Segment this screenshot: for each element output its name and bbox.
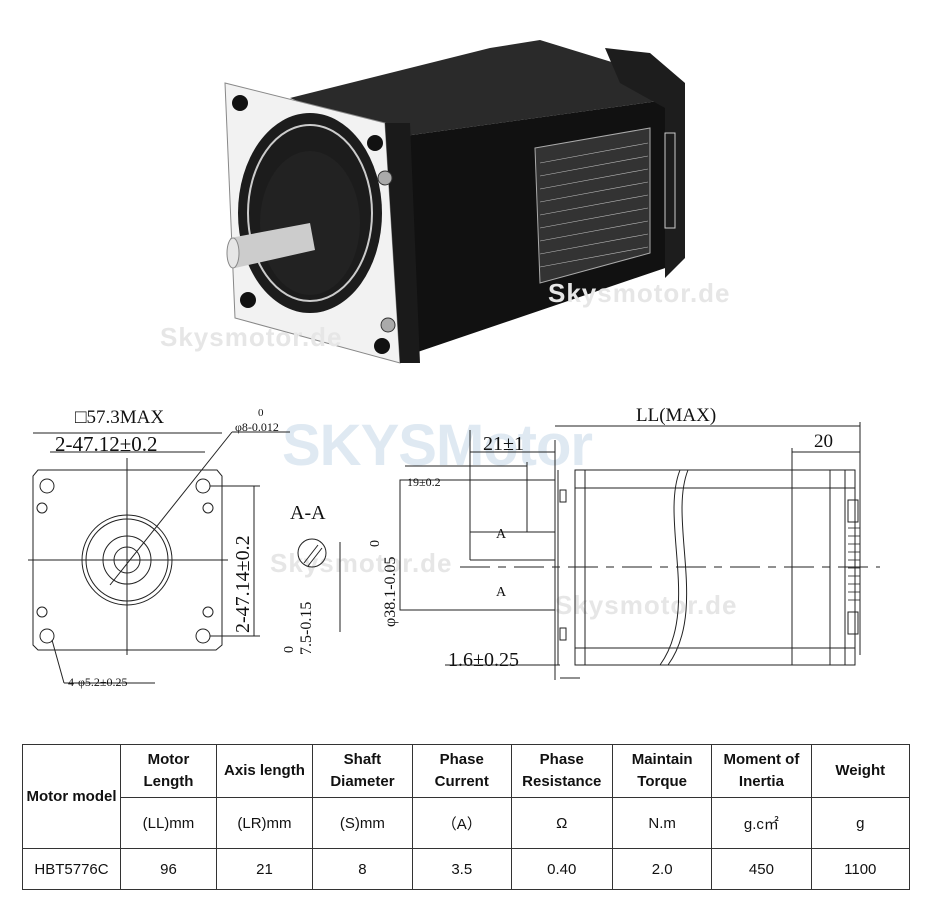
dimension-drawing: □57.3MAX 2-47.12±0.2 0 φ8-0.012 2-47.14±… xyxy=(0,395,930,715)
header-phase-resistance: Phase Resistance xyxy=(510,744,613,798)
dim-square-size: □57.3MAX xyxy=(75,407,165,428)
cell-axis-length: 21 xyxy=(215,848,314,890)
header-weight: Weight xyxy=(810,744,911,798)
header-phase-current: Phase Current xyxy=(411,744,512,798)
unit-phase-resistance: Ω xyxy=(510,797,613,849)
dim-pilot-tol-upper: 0 xyxy=(368,540,383,547)
section-mark-top: A xyxy=(496,527,507,542)
cell-weight: 1100 xyxy=(810,848,911,890)
dim-flat: 7.5-0.15 xyxy=(298,601,315,655)
dim-hole-spacing-v: 2-47.14±0.2 xyxy=(232,535,254,633)
cell-shaft-diameter: 8 xyxy=(312,848,413,890)
watermark-text: Skysmotor.de xyxy=(548,278,731,308)
dim-pilot-depth: 1.6±0.25 xyxy=(448,649,519,671)
unit-weight: g xyxy=(810,797,911,849)
unit-moment-of-inertia: g.c㎡ xyxy=(711,797,812,849)
unit-maintain-torque: N.m xyxy=(611,797,713,849)
cell-phase-resistance: 0.40 xyxy=(510,848,613,890)
unit-motor-length: (LL)mm xyxy=(120,797,217,849)
header-motor-model: Motor model xyxy=(21,744,122,849)
motor-illustration xyxy=(224,40,685,364)
header-shaft-diameter: Shaft Diameter xyxy=(312,744,413,798)
unit-shaft-diameter: (S)mm xyxy=(312,797,413,849)
dim-pilot-diameter: φ38.1-0.05 xyxy=(382,556,399,627)
dim-shaft-length: 21±1 xyxy=(483,433,524,455)
dim-motor-length: LL(MAX) xyxy=(636,405,717,426)
table-header-row: Motor model Motor Length Axis length Sha… xyxy=(21,744,911,849)
watermark-brand: SKYSMotor xyxy=(282,413,593,478)
cell-maintain-torque: 2.0 xyxy=(611,848,713,890)
dim-mount-holes: 4-φ5.2±0.25 xyxy=(68,675,128,689)
header-moment-of-inertia: Moment of Inertia xyxy=(711,744,812,798)
cell-motor-length: 96 xyxy=(120,848,217,890)
product-photo-stepper-motor xyxy=(210,28,710,388)
dim-hole-spacing-h: 2-47.12±0.2 xyxy=(55,432,158,456)
header-motor-length: Motor Length xyxy=(120,744,217,798)
cell-moment-of-inertia: 450 xyxy=(711,848,812,890)
dim-flat-length: 19±0.2 xyxy=(407,475,441,489)
header-axis-length: Axis length xyxy=(215,744,314,798)
spec-table: Motor model Motor Length Axis length Sha… xyxy=(21,744,911,890)
watermark-text: Skysmotor.de xyxy=(270,548,453,578)
header-maintain-torque: Maintain Torque xyxy=(611,744,713,798)
dim-encoder-length: 20 xyxy=(814,431,833,452)
dim-shaft-diameter: φ8-0.012 xyxy=(235,420,279,434)
watermark-text: Skysmotor.de xyxy=(160,322,343,352)
drawing-lines xyxy=(28,422,880,684)
dim-flat-tol-upper: 0 xyxy=(282,646,297,653)
cell-model: HBT5776C xyxy=(21,848,122,890)
section-label: A-A xyxy=(290,502,326,524)
cell-phase-current: 3.5 xyxy=(411,848,512,890)
unit-axis-length: (LR)mm xyxy=(215,797,314,849)
section-mark-bottom: A xyxy=(496,585,507,600)
table-row: HBT5776C 96 21 8 3.5 0.40 2.0 450 1100 xyxy=(21,848,911,890)
dim-shaft-tol-upper: 0 xyxy=(258,407,264,419)
table-unit-row: (LL)mm (LR)mm (S)mm （A） Ω N.m g.c㎡ g xyxy=(23,797,911,849)
unit-phase-current: （A） xyxy=(411,797,512,849)
